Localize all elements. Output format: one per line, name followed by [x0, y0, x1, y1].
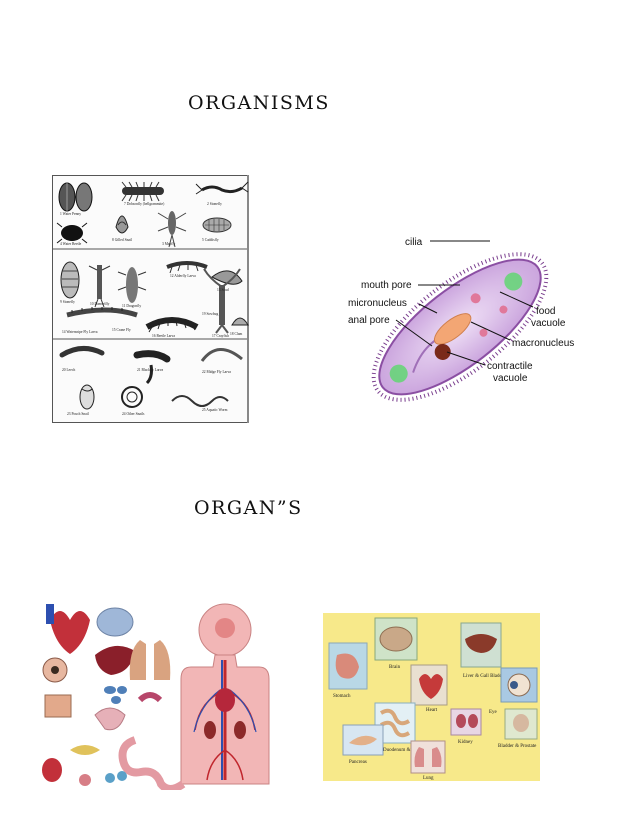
contractile-vacuole-label: contractile — [487, 361, 533, 372]
chart-caption: 13 Scud — [217, 288, 229, 292]
liver-label: Liver & Gall Bladder — [463, 674, 506, 679]
chart-caption: 7 Dobsonfly (hellgrammite) — [124, 202, 165, 206]
pancreas-tile: Pancreas — [342, 724, 384, 765]
chart-caption: 16 Beetle Larva — [152, 334, 175, 338]
dragonfly-icon — [117, 267, 147, 303]
stonefly-nymph-icon — [60, 261, 80, 299]
contractile-vacuole-label: vacuole — [493, 373, 528, 384]
food-vacuole-label: food — [536, 306, 555, 317]
intestines-label: Duodenum & Colon — [383, 748, 424, 753]
lung-label: Lung — [423, 776, 434, 781]
leech-icon — [59, 346, 105, 358]
water-beetle-icon — [56, 222, 88, 244]
invertebrate-chart: 1 Water Penny 7 Dobsonfly (hellgrammite)… — [52, 175, 249, 423]
kidney-label: Kidney — [458, 740, 473, 745]
beetle-larva-icon — [145, 317, 199, 333]
chart-caption: 10 Damselfly — [90, 302, 110, 306]
mouth-pore-label: mouth pore — [361, 280, 412, 291]
micronucleus-label: micronucleus — [348, 298, 407, 309]
crane-fly-icon — [66, 307, 138, 318]
chart-caption: 4 Water Beetle — [60, 242, 82, 246]
damselfly-icon — [88, 265, 111, 308]
organs-collage: Stomach Brain Heart Liver & Gall Bladder… — [323, 613, 540, 781]
anal-pore-label: anal pore — [348, 315, 390, 326]
crayfish-icon — [203, 268, 241, 334]
clam-icon — [231, 317, 249, 326]
mayfly-icon — [157, 211, 187, 248]
lung-tile: Lung — [410, 740, 446, 781]
chart-caption: 20 Leech — [62, 368, 75, 372]
chart-caption: 5 Caddisfly — [202, 238, 219, 242]
cilia-label: cilia — [405, 237, 423, 248]
organs-heading: ORGAN”S — [194, 497, 303, 519]
chart-caption: 22 Midge Fly Larva — [202, 370, 231, 374]
eye-tile: Eye — [489, 667, 538, 715]
stonefly-icon — [195, 181, 249, 195]
macronucleus-label: macronucleus — [512, 338, 574, 349]
brain-label: Brain — [389, 665, 401, 670]
chart-caption: 25 Aquatic Worm — [202, 408, 228, 412]
eye-label: Eye — [489, 710, 498, 715]
pouch-snail-icon — [79, 384, 95, 410]
stomach-tile: Stomach — [328, 642, 368, 699]
gilled-snail-icon — [115, 215, 129, 234]
human-figure — [180, 603, 270, 785]
chart-caption: 8 Gilled Snail — [112, 238, 132, 242]
other-snail-icon — [121, 364, 153, 408]
chart-caption: 17 Crayfish — [212, 334, 229, 338]
chart-caption: 23 Pouch Snail — [67, 412, 89, 416]
bladder-tile: Bladder & Prostate — [498, 708, 538, 749]
chart-caption: 11 Dragonfly — [122, 304, 141, 308]
liver-tile: Liver & Gall Bladder — [460, 622, 506, 679]
brain-tile: Brain — [374, 617, 418, 670]
heart-label: Heart — [426, 708, 438, 713]
heart-tile: Heart — [410, 664, 448, 713]
food-vacuole-label: vacuole — [531, 318, 566, 329]
chart-caption: 2 Stonefly — [207, 202, 222, 206]
pancreas-label: Pancreas — [349, 760, 367, 765]
kidney-tile: Kidney — [450, 708, 482, 745]
blackfly-larva-icon — [133, 350, 171, 363]
organisms-heading: ORGANISMS — [188, 92, 330, 114]
bladder-label: Bladder & Prostate — [498, 744, 537, 749]
chart-caption: 18 Clam — [230, 332, 242, 336]
paramecium-diagram: cilia mouth pore micronucleus anal pore … — [348, 237, 574, 402]
alderfly-icon — [166, 261, 208, 274]
chart-caption: 9 Stonefly — [60, 300, 75, 304]
scud-icon — [211, 270, 243, 285]
chart-caption: 3 Mayfly — [162, 242, 175, 246]
caddisfly-icon — [202, 217, 232, 233]
aquatic-worm-icon — [171, 395, 229, 407]
chart-caption: 19 Sowbug — [202, 312, 218, 316]
stomach-label: Stomach — [333, 694, 351, 699]
water-penny-icon — [58, 182, 93, 212]
chart-caption: 12 Alderfly Larva — [170, 274, 196, 278]
organ-anatomy-illustration — [42, 603, 270, 790]
midge-larva-icon — [200, 348, 243, 362]
chart-caption: 24 Other Snails — [122, 412, 145, 416]
chart-caption: 14 Watersnipe Fly Larva — [62, 330, 98, 334]
dobsonfly-icon — [121, 181, 164, 202]
chart-caption: 21 Blackfly Larva — [137, 368, 164, 372]
chart-caption: 1 Water Penny — [60, 212, 81, 216]
chart-caption: 15 Crane Fly — [112, 328, 131, 332]
